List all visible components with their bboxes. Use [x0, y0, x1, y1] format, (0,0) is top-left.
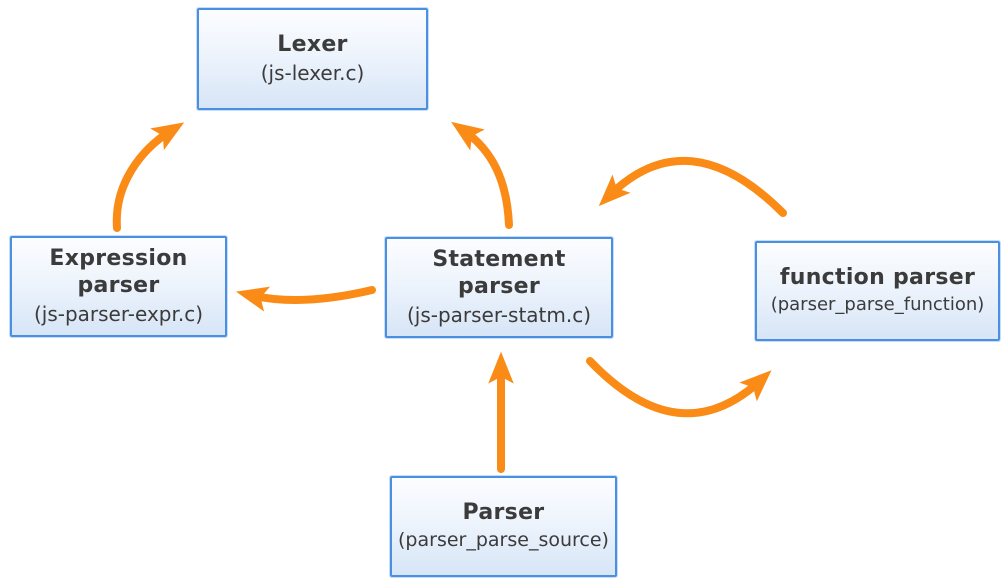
node-lexer-title: Lexer	[277, 32, 348, 58]
node-expression-parser-title: Expression parser	[49, 246, 188, 298]
node-expression-parser: Expression parser (js-parser-expr.c)	[10, 236, 227, 337]
edge-statement-parser-to-function-parser	[586, 357, 772, 418]
edge-expression-parser-to-lexer	[112, 122, 185, 232]
node-parser: Parser (parser_parse_source)	[390, 476, 617, 577]
node-parser-subtitle: (parser_parse_source)	[398, 529, 609, 552]
node-statement-parser-title: Statement parser	[432, 247, 566, 299]
node-statement-parser-subtitle: (js-parser-statm.c)	[406, 302, 592, 327]
node-function-parser-title: function parser	[779, 265, 976, 291]
edge-statement-parser-to-expression-parser	[235, 286, 376, 312]
node-function-parser: function parser (parser_parse_function)	[755, 241, 1000, 341]
edge-function-parser-to-statement-parser	[598, 156, 787, 217]
node-expression-parser-subtitle: (js-parser-expr.c)	[33, 301, 204, 326]
node-lexer: Lexer (js-lexer.c)	[197, 8, 428, 110]
node-function-parser-subtitle: (parser_parse_function)	[770, 294, 985, 316]
node-parser-title: Parser	[462, 500, 545, 526]
node-statement-parser: Statement parser (js-parser-statm.c)	[385, 237, 613, 338]
edge-statement-parser-to-lexer	[451, 121, 513, 229]
node-lexer-subtitle: (js-lexer.c)	[260, 60, 365, 85]
